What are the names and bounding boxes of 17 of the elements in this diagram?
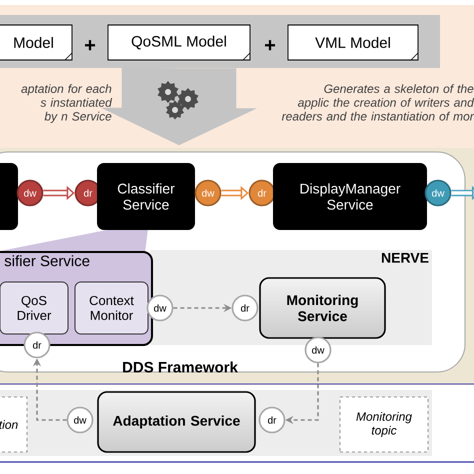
- model-document: QoSML Model: [108, 24, 250, 60]
- service-box: DisplayManager Service: [273, 163, 427, 230]
- note-text: aptation for each s instantiated by n Service: [21, 84, 112, 123]
- model-document: Model: [0, 24, 72, 60]
- service-box: [0, 163, 18, 230]
- service-box: Adaptation Service: [97, 391, 256, 453]
- block-arrow: [102, 68, 256, 146]
- framework-label: DDS Framework: [123, 362, 238, 372]
- plus-sign: +: [85, 40, 96, 50]
- note-text: Generates a skeleton of the applic the creation of writers and readers and the instantiation of mor: [282, 84, 474, 121]
- service-box: Monitoring Service: [259, 277, 386, 339]
- component-box: QoS Driver: [0, 282, 68, 334]
- component-box: Context Monitor: [74, 282, 148, 334]
- plus-sign: +: [265, 40, 276, 50]
- service-box: Classifier Service: [97, 163, 195, 230]
- topic-box: Monitoring topic: [340, 396, 428, 452]
- model-document: VML Model: [288, 24, 418, 60]
